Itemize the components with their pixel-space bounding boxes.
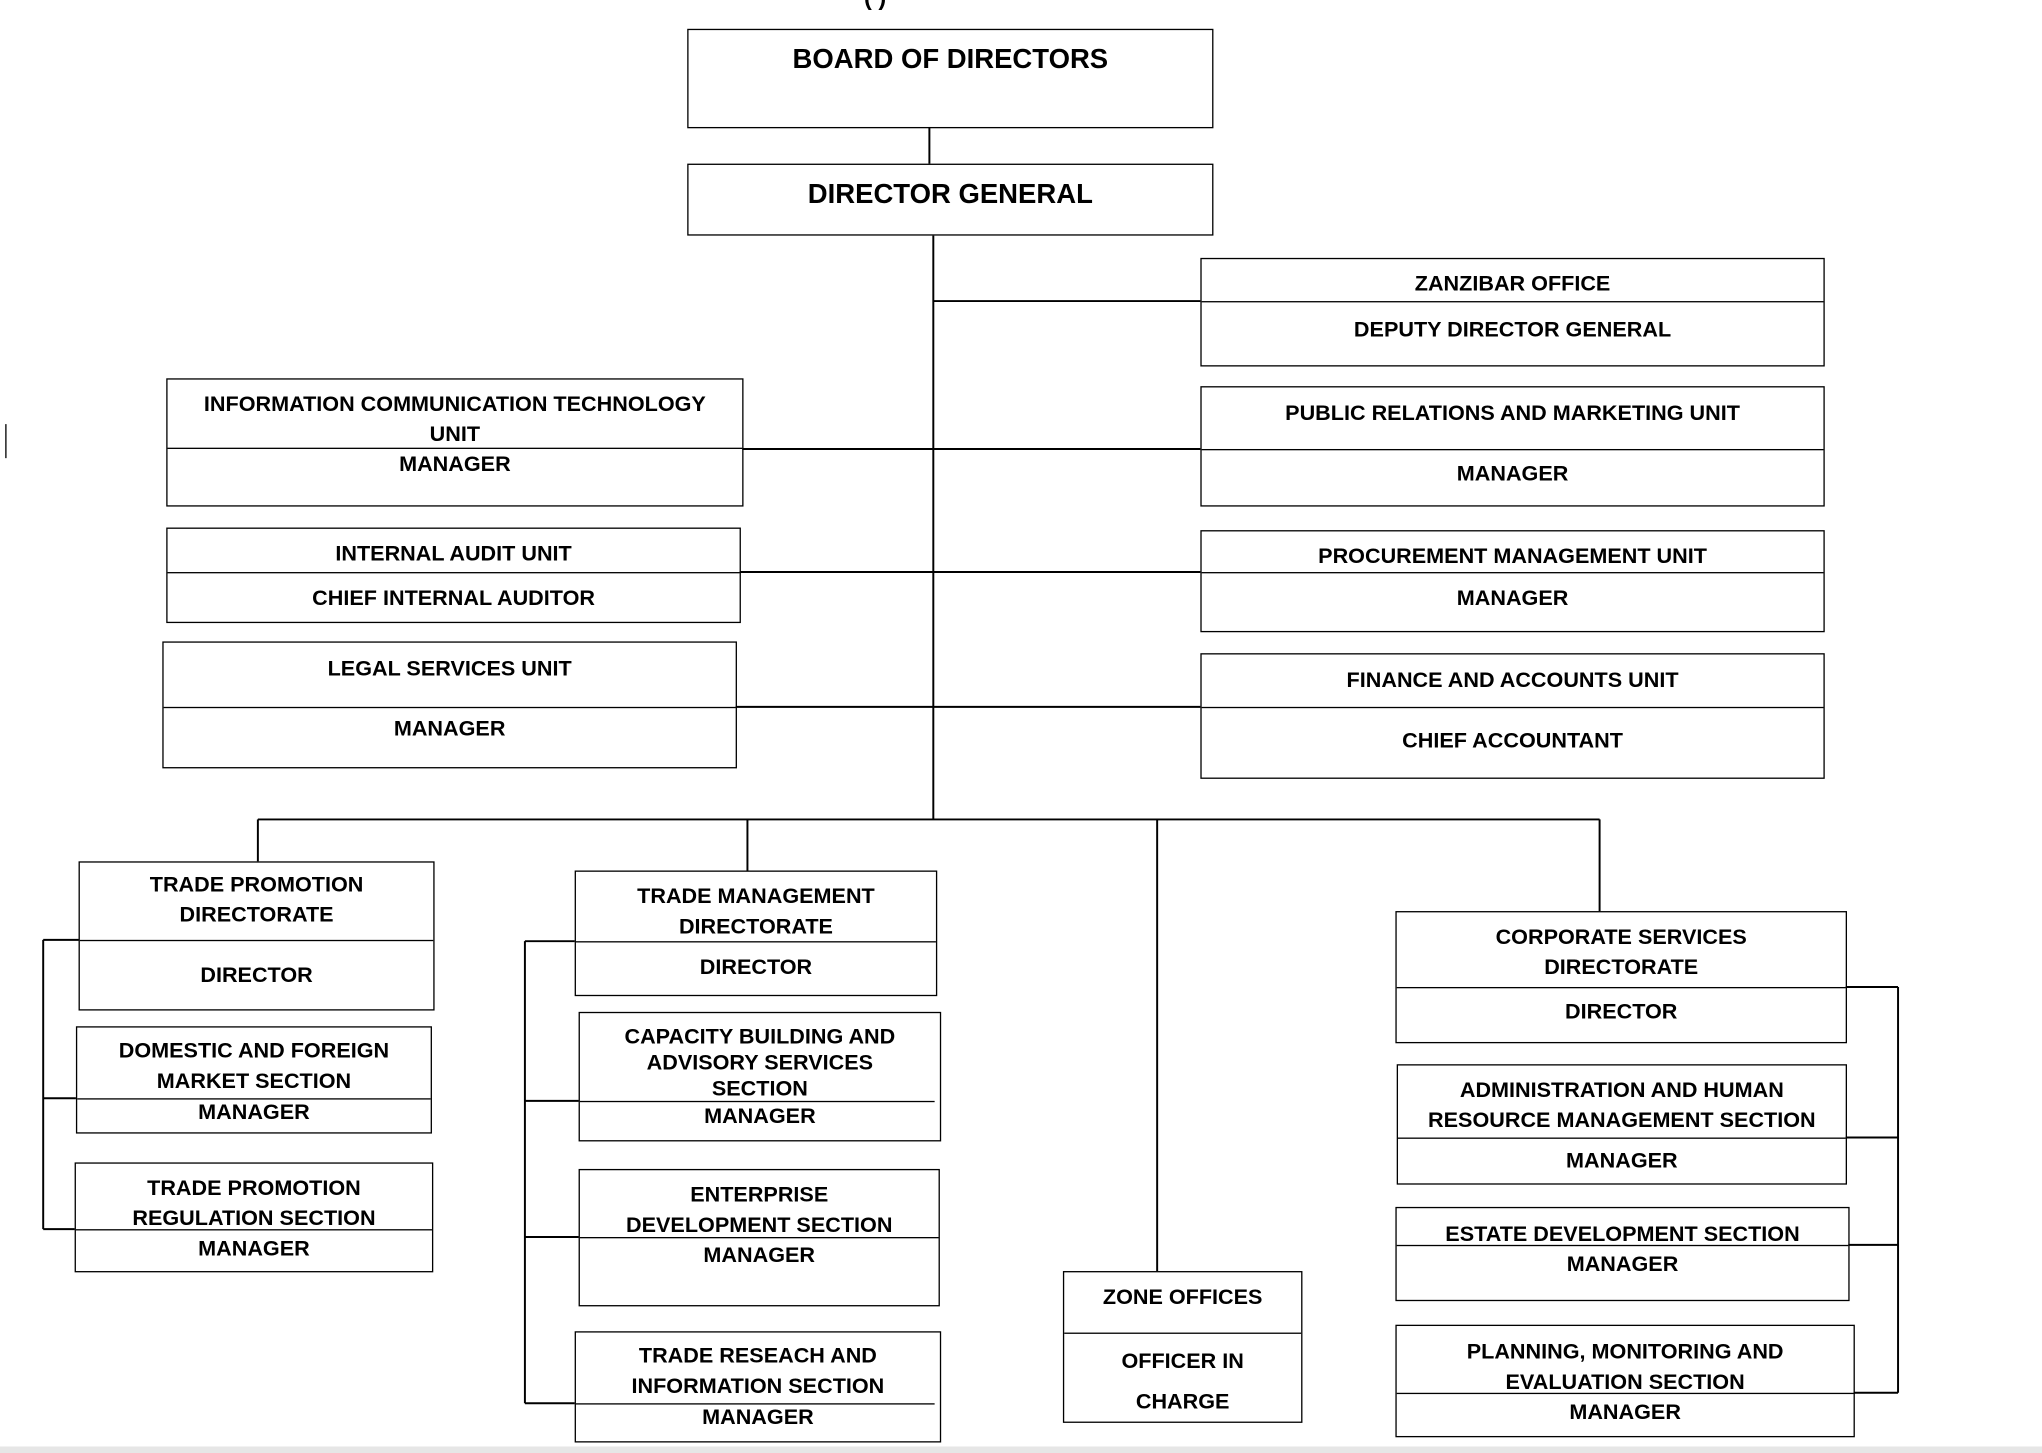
ict-divider	[167, 447, 743, 449]
legal-title: LEGAL SERVICES UNIT	[327, 657, 572, 681]
estate-divider	[1396, 1244, 1849, 1247]
trade-management-directorate-box: TRADE MANAGEMENT DIRECTORATE DIRECTOR	[574, 870, 938, 997]
director-general-box: DIRECTOR GENERAL	[687, 163, 1214, 236]
board-title: BOARD OF DIRECTORS	[792, 44, 1109, 75]
admin-hr-role: MANAGER	[1566, 1149, 1678, 1173]
corporate-services-directorate-box: CORPORATE SERVICES DIRECTORATE DIRECTOR	[1395, 911, 1847, 1044]
procurement-role: MANAGER	[1456, 586, 1569, 610]
internal-audit-unit-box: INTERNAL AUDIT UNIT CHIEF INTERNAL AUDIT…	[166, 527, 741, 624]
estate-title: ESTATE DEVELOPMENT SECTION	[1445, 1222, 1800, 1247]
research-role: MANAGER	[702, 1405, 814, 1430]
capacity-building-section-box: CAPACITY BUILDING AND ADVISORY SERVICES …	[578, 1011, 942, 1142]
finance-title: FINANCE AND ACCOUNTS UNIT	[1346, 668, 1679, 693]
pr-divider	[1201, 448, 1824, 451]
bottom-edge-strip	[0, 1446, 2042, 1453]
text-cursor	[5, 424, 7, 459]
research-title: TRADE RESEACH AND INFORMATION SECTION	[631, 1344, 885, 1399]
planning-role: MANAGER	[1569, 1400, 1681, 1425]
corporate-divider	[1396, 986, 1846, 989]
domestic-foreign-market-section-box: DOMESTIC AND FOREIGN MARKET SECTION MANA…	[75, 1026, 432, 1134]
dg-title: DIRECTOR GENERAL	[807, 179, 1093, 210]
enterprise-role: MANAGER	[703, 1243, 816, 1268]
zanzibar-title: ZANZIBAR OFFICE	[1414, 272, 1611, 296]
trade-promotion-role: DIRECTOR	[200, 963, 313, 987]
domestic-foreign-divider	[77, 1098, 431, 1100]
finance-role: CHIEF ACCOUNTANT	[1402, 729, 1623, 753]
trade-promotion-title: TRADE PROMOTION DIRECTORATE	[149, 873, 364, 927]
admin-hr-divider	[1398, 1137, 1846, 1139]
planning-divider	[1396, 1392, 1854, 1395]
public-relations-unit-box: PUBLIC RELATIONS AND MARKETING UNIT MANA…	[1200, 386, 1825, 507]
trade-promotion-regulation-section-box: TRADE PROMOTION REGULATION SECTION MANAG…	[74, 1162, 434, 1273]
zanzibar-divider	[1201, 301, 1824, 303]
trade-promotion-directorate-box: TRADE PROMOTION DIRECTORATE DIRECTOR	[78, 861, 435, 1011]
trade-research-section-box: TRADE RESEACH AND INFORMATION SECTION MA…	[574, 1331, 942, 1443]
tp-regulation-role: MANAGER	[198, 1237, 310, 1261]
procurement-divider	[1201, 572, 1824, 574]
header-fragment: ( )	[864, 0, 886, 12]
zanzibar-office-box: ZANZIBAR OFFICE DEPUTY DIRECTOR GENERAL	[1200, 257, 1825, 367]
enterprise-divider	[579, 1237, 939, 1239]
finance-unit-box: FINANCE AND ACCOUNTS UNIT CHIEF ACCOUNTA…	[1200, 653, 1825, 779]
audit-divider	[167, 572, 740, 574]
tp-regulation-divider	[75, 1229, 432, 1231]
zone-title: ZONE OFFICES	[1102, 1285, 1263, 1309]
planning-title: PLANNING, MONITORING AND EVALUATION SECT…	[1466, 1340, 1784, 1395]
enterprise-title: ENTERPRISE DEVELOPMENT SECTION	[626, 1183, 893, 1238]
admin-hr-title: ADMINISTRATION AND HUMAN RESOURCE MANAGE…	[1428, 1078, 1816, 1133]
board-of-directors-box: BOARD OF DIRECTORS	[687, 28, 1214, 129]
procurement-title: PROCUREMENT MANAGEMENT UNIT	[1318, 544, 1707, 569]
audit-role: CHIEF INTERNAL AUDITOR	[312, 586, 595, 610]
ict-unit-box: INFORMATION COMMUNICATION TECHNOLOGY UNI…	[166, 378, 744, 507]
pr-title: PUBLIC RELATIONS AND MARKETING UNIT	[1285, 401, 1740, 426]
trade-promotion-divider	[79, 939, 434, 942]
ict-title: INFORMATION COMMUNICATION TECHNOLOGY UNI…	[203, 392, 706, 447]
trade-management-role: DIRECTOR	[699, 955, 813, 980]
estate-development-section-box: ESTATE DEVELOPMENT SECTION MANAGER	[1395, 1206, 1850, 1302]
domestic-foreign-title: DOMESTIC AND FOREIGN MARKET SECTION	[118, 1039, 390, 1094]
capacity-role: MANAGER	[704, 1104, 816, 1129]
capacity-title: CAPACITY BUILDING AND ADVISORY SERVICES …	[624, 1024, 896, 1101]
corporate-role: DIRECTOR	[1564, 1000, 1678, 1024]
trade-management-title: TRADE MANAGEMENT DIRECTORATE	[637, 884, 875, 939]
domestic-foreign-role: MANAGER	[198, 1100, 310, 1125]
pr-role: MANAGER	[1456, 462, 1569, 486]
enterprise-development-section-box: ENTERPRISE DEVELOPMENT SECTION MANAGER	[578, 1168, 940, 1307]
zone-divider	[1064, 1332, 1302, 1334]
capacity-divider	[579, 1100, 935, 1103]
admin-hr-section-box: ADMINISTRATION AND HUMAN RESOURCE MANAGE…	[1396, 1064, 1847, 1185]
research-divider	[575, 1403, 935, 1405]
zone-role: OFFICER IN CHARGE	[1121, 1349, 1244, 1414]
corporate-title: CORPORATE SERVICES DIRECTORATE	[1495, 925, 1747, 980]
estate-role: MANAGER	[1566, 1252, 1679, 1277]
legal-services-unit-box: LEGAL SERVICES UNIT MANAGER	[162, 641, 737, 769]
zone-offices-box: ZONE OFFICES OFFICER IN CHARGE	[1062, 1271, 1303, 1423]
tp-regulation-title: TRADE PROMOTION REGULATION SECTION	[132, 1176, 376, 1231]
procurement-unit-box: PROCUREMENT MANAGEMENT UNIT MANAGER	[1200, 530, 1825, 633]
legal-divider	[163, 706, 736, 709]
zanzibar-role: DEPUTY DIRECTOR GENERAL	[1353, 318, 1672, 342]
finance-divider	[1201, 706, 1824, 709]
ict-role: MANAGER	[399, 452, 511, 477]
legal-role: MANAGER	[393, 717, 506, 741]
planning-monitoring-section-box: PLANNING, MONITORING AND EVALUATION SECT…	[1395, 1324, 1855, 1438]
trade-management-divider	[575, 941, 936, 943]
audit-title: INTERNAL AUDIT UNIT	[335, 541, 572, 566]
